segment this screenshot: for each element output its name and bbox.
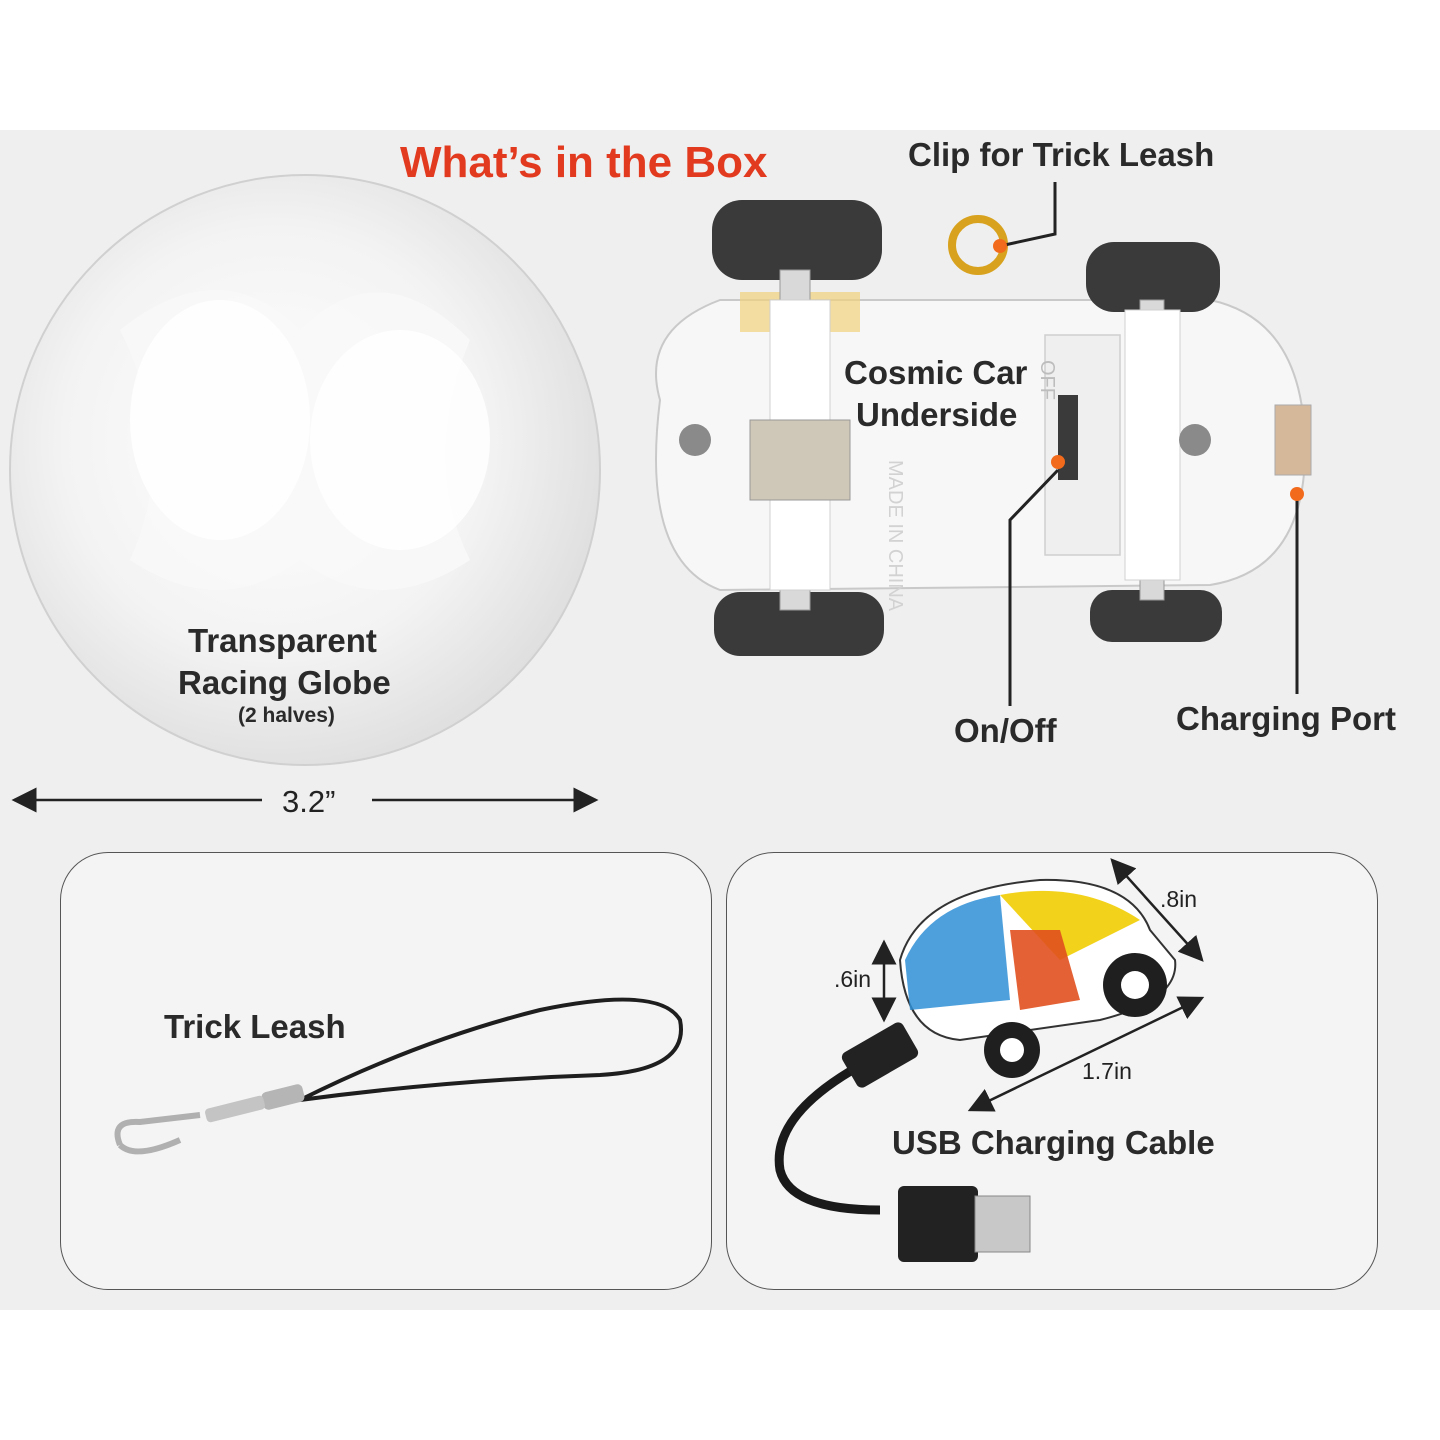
leash-label: Trick Leash bbox=[164, 1008, 346, 1045]
globe-label-note: (2 halves) bbox=[238, 704, 335, 727]
racing-globe bbox=[9, 174, 601, 766]
usb-cable-label: USB Charging Cable bbox=[892, 1124, 1215, 1161]
car-underside-image bbox=[655, 200, 1312, 656]
globe-label-line1: Transparent bbox=[188, 622, 377, 659]
made-in-china-text: MADE IN CHINA bbox=[884, 460, 906, 612]
width-dimension-arrow bbox=[1110, 858, 1204, 962]
length-dimension-arrow bbox=[967, 996, 1205, 1112]
switch-callout-label: On/Off bbox=[954, 712, 1057, 749]
port-callout-label: Charging Port bbox=[1176, 700, 1396, 737]
car-width-label: .8in bbox=[1160, 886, 1198, 912]
clip-callout-label: Clip for Trick Leash bbox=[908, 136, 1215, 173]
callout-lines bbox=[993, 182, 1304, 706]
globe-diameter-label: 3.2” bbox=[282, 784, 336, 819]
car-length-label: 1.7in bbox=[1082, 1058, 1132, 1084]
page-title: What’s in the Box bbox=[400, 138, 768, 187]
switch-off-text: OFF bbox=[1036, 360, 1058, 400]
car-underside-label-line1: Cosmic Car bbox=[844, 354, 1028, 391]
mini-car-image bbox=[898, 878, 1177, 1078]
trick-leash-image bbox=[114, 997, 683, 1155]
usb-cable-image bbox=[774, 1022, 1031, 1262]
leash-card bbox=[60, 852, 712, 1290]
car-underside-label-line2: Underside bbox=[856, 396, 1018, 433]
car-height-label: .6in bbox=[834, 966, 872, 992]
globe-label-line2: Racing Globe bbox=[178, 664, 391, 701]
